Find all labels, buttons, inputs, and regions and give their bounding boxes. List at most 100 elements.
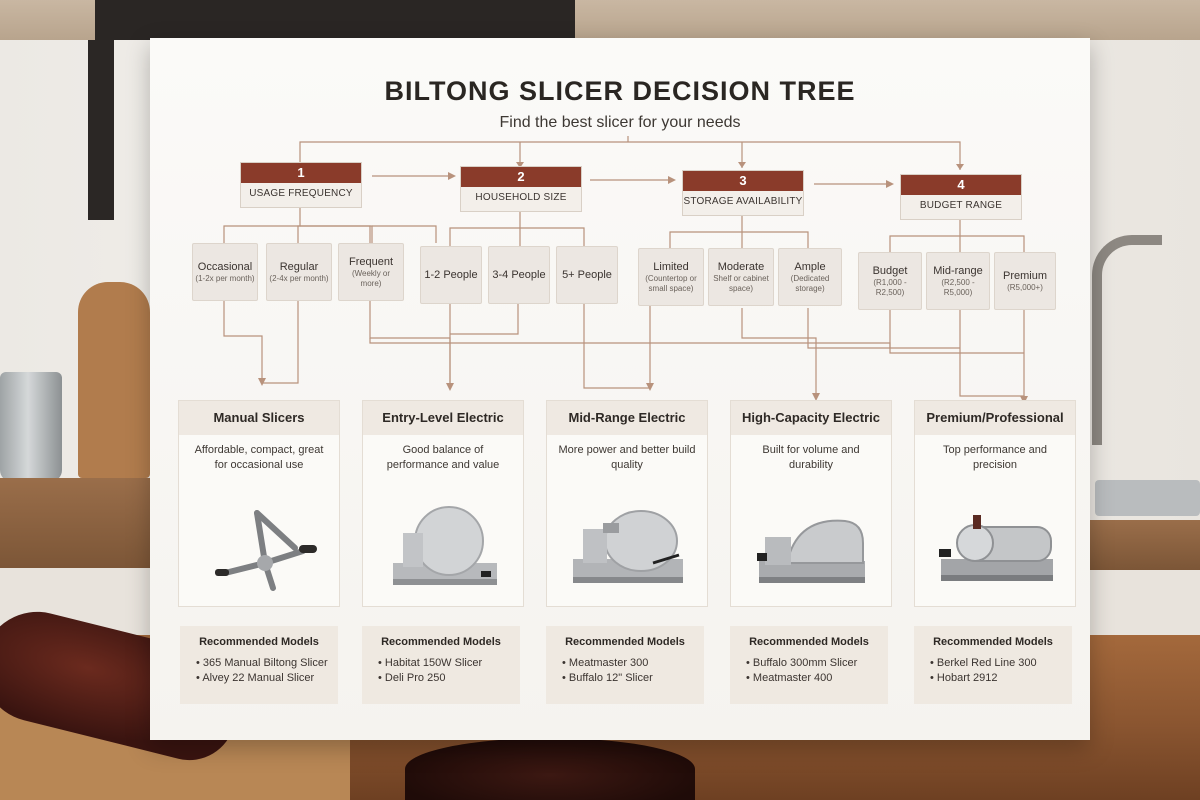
category-link-line (959, 310, 1025, 398)
model-item: Meatmaster 400 (746, 671, 888, 686)
arrow-head (738, 162, 746, 168)
recommended-title: Recommended Models (933, 636, 1053, 648)
category-title: Premium/Professional (915, 401, 1075, 435)
model-list: Buffalo 300mm Slicer Meatmaster 400 (730, 656, 888, 686)
model-item: Habitat 150W Slicer (378, 656, 520, 671)
sink (1095, 480, 1200, 516)
category-high-capacity-electric: High-Capacity Electric Built for volume … (730, 400, 892, 607)
criterion-number: 1 (241, 163, 361, 183)
category-link-line (262, 300, 299, 384)
option-label: 3-4 People (492, 269, 546, 281)
option-budget: Budget (R1,000 - R2,500) (858, 252, 922, 310)
option-branch-line (520, 227, 585, 246)
decision-tree-poster: BILTONG SLICER DECISION TREE Find the be… (150, 38, 1090, 740)
model-list: Berkel Red Line 300 Hobart 2912 (914, 656, 1072, 686)
option-branch-line (449, 210, 521, 246)
arrow-head (646, 383, 654, 391)
model-list: 365 Manual Biltong Slicer Alvey 22 Manua… (180, 656, 338, 686)
category-link-line (807, 308, 960, 349)
option-mid-range: Mid-range (R2,500 - R5,000) (926, 252, 990, 310)
model-item: Buffalo 300mm Slicer (746, 656, 888, 671)
lower-cabinet-right (1085, 570, 1200, 640)
option-premium: Premium (R5,000+) (994, 252, 1056, 310)
criterion-label: HOUSEHOLD SIZE (475, 192, 567, 203)
criterion-number: 2 (461, 167, 581, 187)
option-branch-line (223, 206, 301, 243)
category-link-line (889, 310, 1024, 354)
arrow-head (956, 164, 964, 170)
option-detail: (Countertop or small space) (645, 274, 697, 293)
model-item: Berkel Red Line 300 (930, 656, 1072, 671)
category-entry-level-electric: Entry-Level Electric Good balance of per… (362, 400, 524, 607)
top-branch-line (299, 141, 961, 170)
criterion-label: STORAGE AVAILABILITY (683, 196, 803, 207)
poster-title: BILTONG SLICER DECISION TREE (384, 76, 856, 106)
option-branch-line (960, 235, 1025, 252)
arrow-head (448, 172, 456, 180)
option-detail: (R1,000 - R2,500) (873, 278, 907, 297)
category-link-line (369, 300, 451, 383)
category-description: Top performance and precision (943, 444, 1047, 471)
option-frequent: Frequent (Weekly or more) (338, 243, 404, 301)
option-branch-line (742, 231, 809, 248)
option-label: 1-2 People (424, 269, 478, 281)
faucet (1092, 235, 1162, 445)
countertop-right (1085, 520, 1200, 570)
recommended-models-premium: Recommended Models Berkel Red Line 300 H… (914, 626, 1072, 704)
option-branch-line (300, 225, 371, 243)
recommended-title: Recommended Models (565, 636, 685, 648)
recommended-models-mid-range: Recommended Models Meatmaster 300 Buffal… (546, 626, 704, 704)
option-moderate: Moderate Shelf or cabinet space) (708, 248, 774, 306)
arrow-head (258, 378, 266, 386)
option-regular: Regular (2-4x per month) (266, 243, 332, 301)
option-label: Regular (279, 261, 319, 273)
biltong-slices (405, 738, 695, 800)
connector-lines (223, 136, 1028, 404)
recommended-models-entry-level: Recommended Models Habitat 150W Slicer D… (362, 626, 520, 704)
option-detail: (2-4x per month) (269, 274, 329, 283)
plant-pot (0, 372, 62, 482)
range-hood (95, 0, 575, 40)
shelf-bracket (88, 40, 114, 220)
option-1-2-people: 1-2 People (420, 246, 482, 304)
category-description: Built for volume and durability (762, 444, 860, 471)
recommended-models-manual: Recommended Models 365 Manual Biltong Sl… (180, 626, 338, 704)
option-limited: Limited (Countertop or small space) (638, 248, 704, 306)
option-label: Moderate (717, 261, 765, 273)
criterion-storage-availability: 3 STORAGE AVAILABILITY (682, 170, 804, 216)
option-label: Ample (794, 261, 826, 273)
option-label: Limited (653, 261, 689, 273)
category-title: Entry-Level Electric (363, 401, 523, 435)
option-detail: (R5,000+) (1007, 283, 1043, 292)
option-label: 5+ People (562, 269, 612, 281)
recommended-models-high-capacity: Recommended Models Buffalo 300mm Slicer … (730, 626, 888, 704)
criterion-number: 3 (683, 171, 803, 191)
category-description: Good balance of performance and value (386, 444, 500, 471)
option-label: Frequent (348, 256, 394, 268)
category-link-line (223, 300, 263, 378)
category-title: Mid-Range Electric (547, 401, 707, 435)
category-link-line (583, 304, 650, 389)
option-5-plus-people: 5+ People (556, 246, 618, 304)
option-3-4-people: 3-4 People (488, 246, 550, 304)
option-detail: (1-2x per month) (195, 274, 255, 283)
model-item: Deli Pro 250 (378, 671, 520, 686)
recommended-title: Recommended Models (381, 636, 501, 648)
option-branch-line (669, 214, 743, 248)
category-premium-professional: Premium/Professional Top performance and… (914, 400, 1076, 607)
criterion-label: USAGE FREQUENCY (249, 188, 353, 199)
electric-slicer-icon (393, 506, 497, 585)
recommended-title: Recommended Models (199, 636, 319, 648)
model-item: Buffalo 12" Slicer (562, 671, 704, 686)
category-description: Affordable, compact, great for occasiona… (194, 444, 324, 471)
model-item: Hobart 2912 (930, 671, 1072, 686)
arrow-head (886, 180, 894, 188)
option-detail: (Weekly or more) (351, 269, 391, 288)
criterion-household-size: 2 HOUSEHOLD SIZE (460, 166, 582, 212)
electric-slicer-icon (573, 510, 683, 583)
option-branch-line (297, 225, 373, 243)
manual-slicer-icon (215, 510, 317, 591)
category-link-line (741, 308, 817, 393)
arrow-head (668, 176, 676, 184)
option-label: Premium (1002, 270, 1047, 282)
